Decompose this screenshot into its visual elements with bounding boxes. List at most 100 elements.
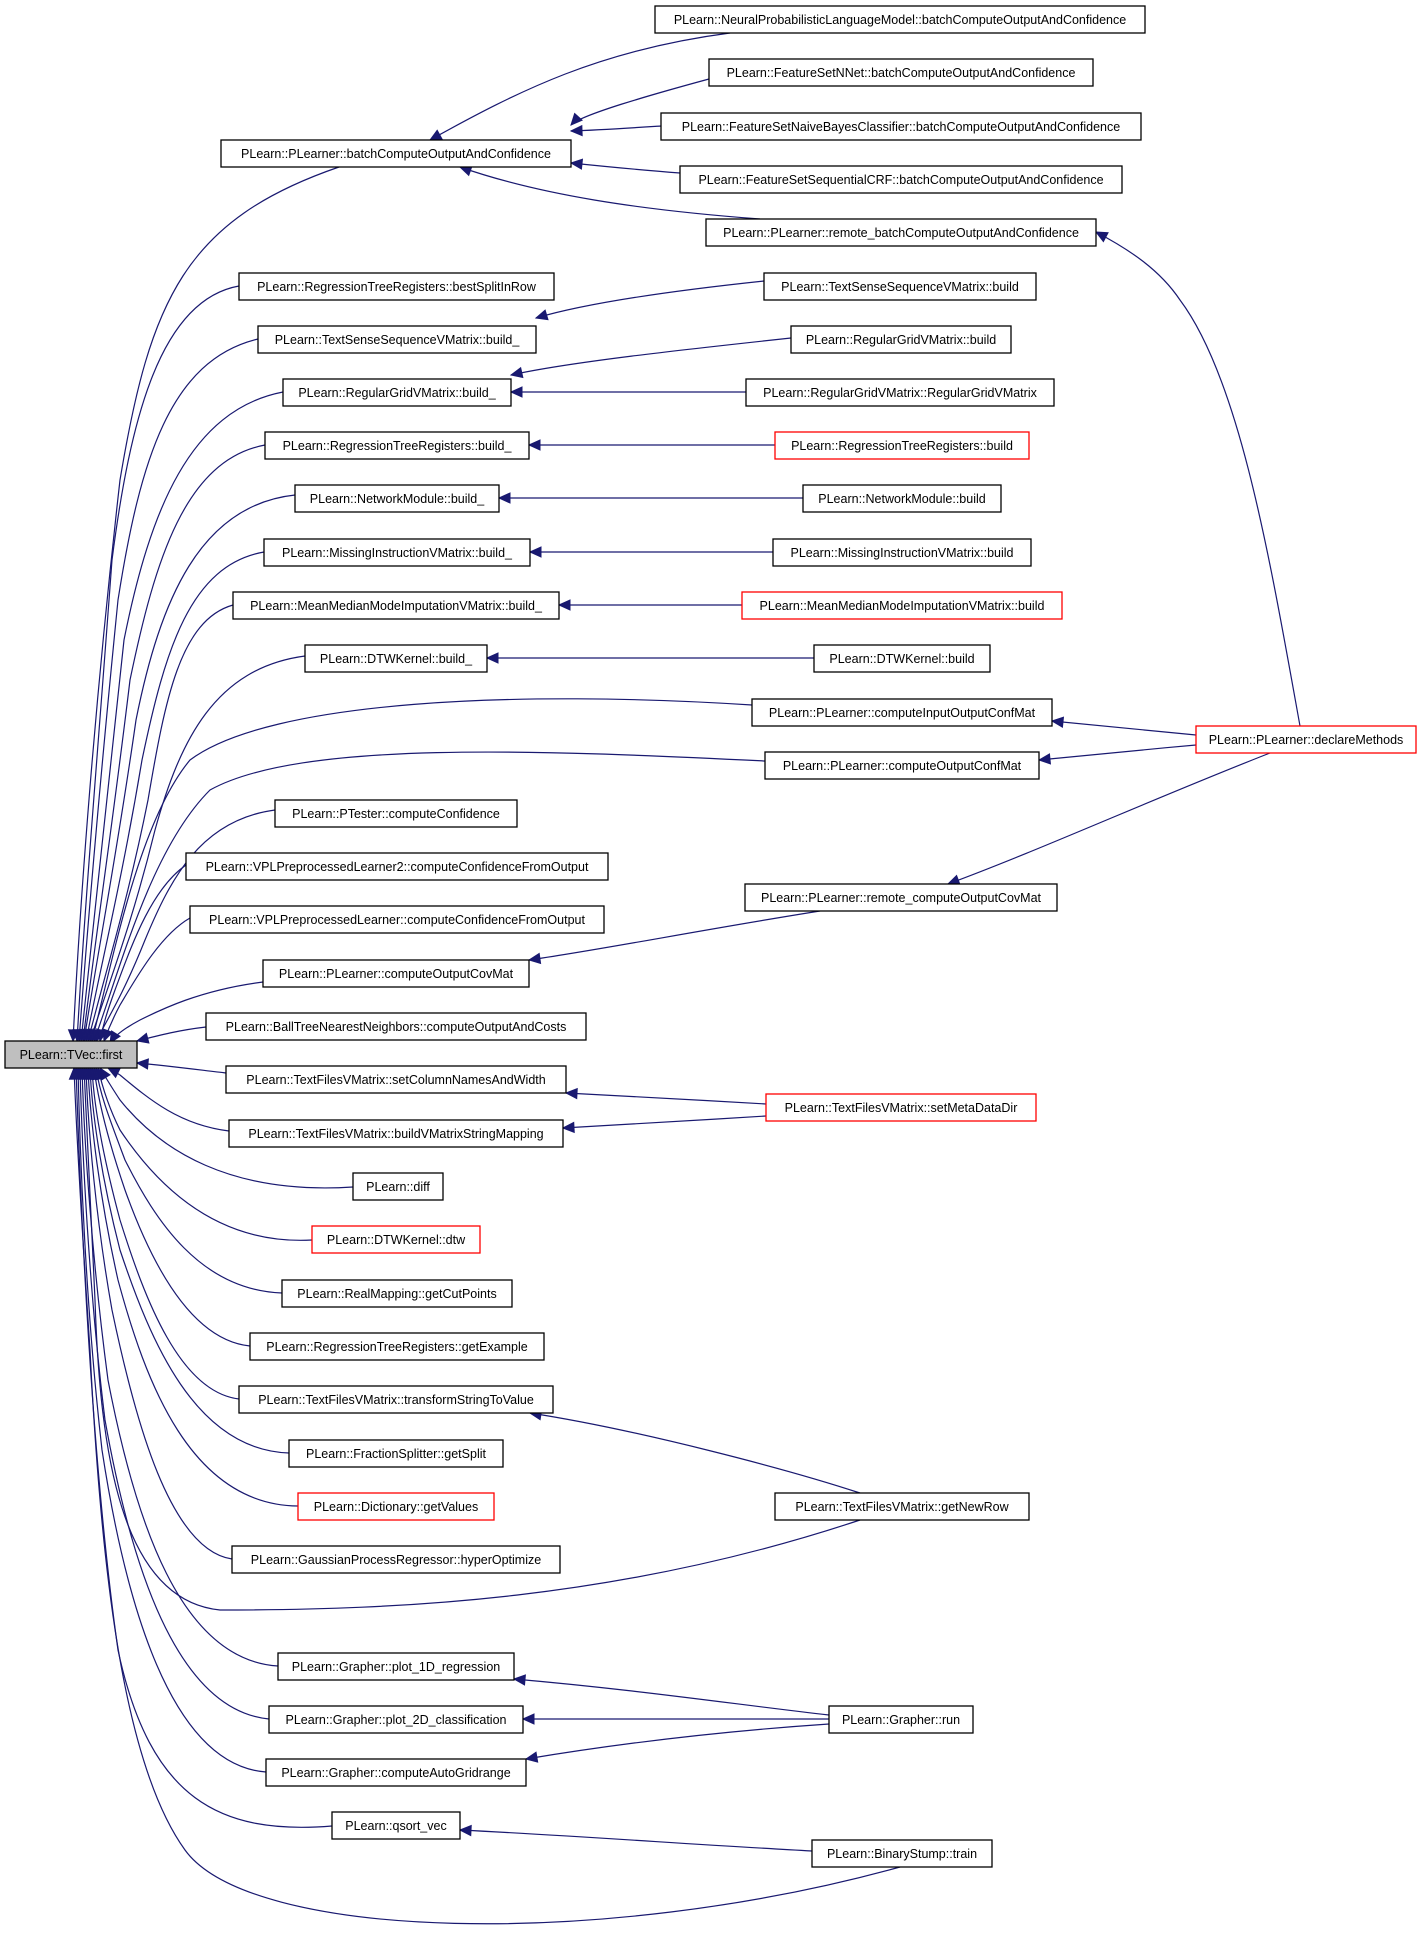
node-box[interactable] [238, 1385, 554, 1414]
node-vpl2[interactable]: PLearn::VPLPreprocessedLearner2::compute… [185, 852, 609, 881]
node-box[interactable] [654, 5, 1146, 34]
node-box[interactable] [220, 139, 572, 168]
node-bst[interactable]: PLearn::BinaryStump::train [811, 1839, 993, 1868]
node-declare[interactable]: PLearn::PLearner::declareMethods [1195, 725, 1417, 754]
node-mmmb[interactable]: PLearn::MeanMedianModeImputationVMatrix:… [741, 591, 1063, 620]
node-grun[interactable]: PLearn::Grapher::run [828, 1705, 974, 1734]
node-fsgs[interactable]: PLearn::FractionSplitter::getSplit [288, 1439, 504, 1468]
node-box[interactable] [281, 1279, 513, 1308]
node-box[interactable] [288, 1439, 504, 1468]
node-fscrf[interactable]: PLearn::FeatureSetSequentialCRF::batchCo… [679, 165, 1123, 194]
node-box[interactable] [774, 431, 1030, 460]
node-box[interactable] [304, 644, 488, 673]
node-box[interactable] [185, 852, 609, 881]
node-bcoac[interactable]: PLearn::PLearner::batchComputeOutputAndC… [220, 139, 572, 168]
node-nmb[interactable]: PLearn::NetworkModule::build [802, 484, 1002, 513]
node-btnn[interactable]: PLearn::BallTreeNearestNeighbors::comput… [205, 1012, 587, 1041]
node-gp2d[interactable]: PLearn::Grapher::plot_2D_classification [268, 1705, 524, 1734]
node-qsv[interactable]: PLearn::qsort_vec [331, 1811, 461, 1840]
node-rbcoac[interactable]: PLearn::PLearner::remote_batchComputeOut… [705, 218, 1097, 247]
node-dtwb[interactable]: PLearn::DTWKernel::build [813, 644, 991, 673]
node-box[interactable] [249, 1332, 545, 1361]
node-gp1d[interactable]: PLearn::Grapher::plot_1D_regression [277, 1652, 515, 1681]
node-mmmb_[interactable]: PLearn::MeanMedianModeImputationVMatrix:… [232, 591, 560, 620]
node-tfbvm[interactable]: PLearn::TextFilesVMatrix::buildVMatrixSt… [228, 1119, 564, 1148]
node-box[interactable] [4, 1040, 138, 1069]
node-box[interactable] [811, 1839, 993, 1868]
node-tfts[interactable]: PLearn::TextFilesVMatrix::transformStrin… [238, 1385, 554, 1414]
node-tssb_[interactable]: PLearn::TextSenseSequenceVMatrix::build_ [257, 325, 537, 354]
node-fsnn[interactable]: PLearn::FeatureSetNNet::batchComputeOutp… [708, 58, 1094, 87]
node-cocvm[interactable]: PLearn::PLearner::computeOutputCovMat [262, 959, 530, 988]
node-dgv[interactable]: PLearn::Dictionary::getValues [297, 1492, 495, 1521]
node-box[interactable] [268, 1705, 524, 1734]
node-box[interactable] [764, 751, 1040, 780]
node-box[interactable] [257, 325, 537, 354]
node-tfsmd[interactable]: PLearn::TextFilesVMatrix::setMetaDataDir [765, 1093, 1037, 1122]
node-box[interactable] [231, 1545, 561, 1574]
node-box[interactable] [745, 378, 1055, 407]
node-box[interactable] [790, 325, 1012, 354]
node-box[interactable] [352, 1172, 444, 1201]
node-box[interactable] [311, 1225, 481, 1254]
node-mivb[interactable]: PLearn::MissingInstructionVMatrix::build [772, 538, 1032, 567]
node-cocm[interactable]: PLearn::PLearner::computeOutputConfMat [764, 751, 1040, 780]
node-first[interactable]: PLearn::TVec::first [4, 1040, 138, 1069]
node-box[interactable] [660, 112, 1142, 141]
node-box[interactable] [232, 591, 560, 620]
node-ptcc[interactable]: PLearn::PTester::computeConfidence [274, 799, 518, 828]
node-box[interactable] [189, 905, 605, 934]
node-box[interactable] [331, 1811, 461, 1840]
node-ciocm[interactable]: PLearn::PLearner::computeInputOutputConf… [751, 698, 1053, 727]
node-gcag[interactable]: PLearn::Grapher::computeAutoGridrange [265, 1758, 527, 1787]
node-box[interactable] [265, 1758, 527, 1787]
node-rmgcp[interactable]: PLearn::RealMapping::getCutPoints [281, 1279, 513, 1308]
node-tfgnr[interactable]: PLearn::TextFilesVMatrix::getNewRow [774, 1492, 1030, 1521]
node-box[interactable] [802, 484, 1002, 513]
node-box[interactable] [277, 1652, 515, 1681]
node-box[interactable] [751, 698, 1053, 727]
node-dtwb_[interactable]: PLearn::DTWKernel::build_ [304, 644, 488, 673]
node-tssb[interactable]: PLearn::TextSenseSequenceVMatrix::build [763, 272, 1037, 301]
node-rcocm[interactable]: PLearn::PLearner::remote_computeOutputCo… [744, 883, 1058, 912]
node-box[interactable] [774, 1492, 1030, 1521]
node-box[interactable] [225, 1065, 567, 1094]
node-diff[interactable]: PLearn::diff [352, 1172, 444, 1201]
node-box[interactable] [297, 1492, 495, 1521]
node-bsir[interactable]: PLearn::RegressionTreeRegisters::bestSpl… [238, 272, 555, 301]
node-rtrb_[interactable]: PLearn::RegressionTreeRegisters::build_ [264, 431, 530, 460]
node-box[interactable] [264, 431, 530, 460]
node-box[interactable] [228, 1119, 564, 1148]
node-box[interactable] [205, 1012, 587, 1041]
node-rgb[interactable]: PLearn::RegularGridVMatrix::build [790, 325, 1012, 354]
node-box[interactable] [828, 1705, 974, 1734]
node-rgb_[interactable]: PLearn::RegularGridVMatrix::build_ [282, 378, 512, 407]
node-nmb_[interactable]: PLearn::NetworkModule::build_ [294, 484, 500, 513]
node-box[interactable] [294, 484, 500, 513]
node-rtrb[interactable]: PLearn::RegressionTreeRegisters::build [774, 431, 1030, 460]
node-box[interactable] [765, 1093, 1037, 1122]
node-box[interactable] [763, 272, 1037, 301]
node-box[interactable] [741, 591, 1063, 620]
node-box[interactable] [744, 883, 1058, 912]
node-dtw[interactable]: PLearn::DTWKernel::dtw [311, 1225, 481, 1254]
node-box[interactable] [238, 272, 555, 301]
node-box[interactable] [262, 959, 530, 988]
node-box[interactable] [772, 538, 1032, 567]
node-box[interactable] [282, 378, 512, 407]
node-tfscn[interactable]: PLearn::TextFilesVMatrix::setColumnNames… [225, 1065, 567, 1094]
node-box[interactable] [705, 218, 1097, 247]
node-box[interactable] [274, 799, 518, 828]
node-rtrge[interactable]: PLearn::RegressionTreeRegisters::getExam… [249, 1332, 545, 1361]
node-box[interactable] [679, 165, 1123, 194]
node-box[interactable] [1195, 725, 1417, 754]
node-mivb_[interactable]: PLearn::MissingInstructionVMatrix::build… [263, 538, 531, 567]
node-gprho[interactable]: PLearn::GaussianProcessRegressor::hyperO… [231, 1545, 561, 1574]
node-rgctor[interactable]: PLearn::RegularGridVMatrix::RegularGridV… [745, 378, 1055, 407]
node-box[interactable] [708, 58, 1094, 87]
node-fsnb[interactable]: PLearn::FeatureSetNaiveBayesClassifier::… [660, 112, 1142, 141]
node-box[interactable] [263, 538, 531, 567]
node-vpl[interactable]: PLearn::VPLPreprocessedLearner::computeC… [189, 905, 605, 934]
node-nplm[interactable]: PLearn::NeuralProbabilisticLanguageModel… [654, 5, 1146, 34]
node-box[interactable] [813, 644, 991, 673]
